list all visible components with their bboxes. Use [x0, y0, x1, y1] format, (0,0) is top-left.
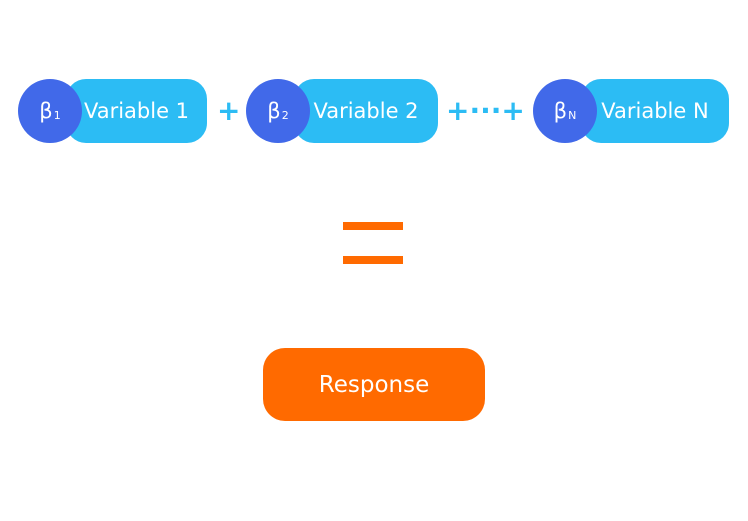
coefficient-2-symbol: β: [267, 99, 281, 123]
equals-sign: [343, 222, 403, 264]
plus-operator-1: +: [217, 94, 241, 127]
variable-2-label: Variable 2: [313, 99, 419, 123]
variable-2-pill: Variable 2: [294, 79, 438, 143]
variable-n-pill: Variable N: [581, 79, 729, 143]
response-label: Response: [318, 371, 430, 398]
coefficient-n-symbol: β: [553, 99, 568, 123]
variable-n-label: Variable N: [601, 99, 709, 123]
coefficient-1-subscript: 1: [53, 108, 61, 122]
coefficient-n-subscript: N: [568, 108, 577, 122]
response-box: Response: [263, 348, 485, 421]
equals-bar-bottom: [343, 256, 403, 264]
variable-1-pill: Variable 1: [66, 79, 207, 143]
coefficient-1-symbol: β: [39, 99, 53, 123]
ellipsis-operator: +···+: [446, 94, 525, 127]
equals-bar-top: [343, 222, 403, 230]
coefficient-2-subscript: 2: [281, 108, 289, 122]
variable-1-label: Variable 1: [83, 99, 190, 123]
